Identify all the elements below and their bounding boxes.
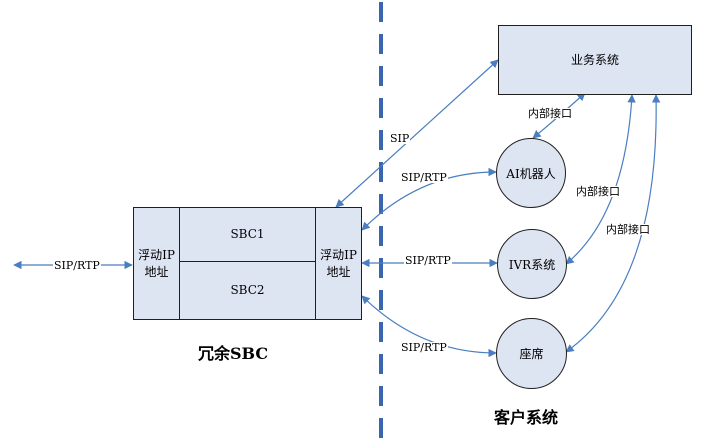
sbc1-box: SBC1 (179, 207, 316, 262)
internal-interface-label-seat: 内部接口 (605, 223, 651, 236)
ivr-system-node: IVR系统 (497, 229, 567, 299)
internal-link-ivr (565, 94, 636, 265)
ai-robot-node: AI机器人 (496, 138, 566, 208)
redundant-sbc-caption: 冗余SBC (198, 344, 269, 363)
ivr-link-label: SIP/RTP (404, 254, 452, 267)
floating-ip-right-box: 浮动IP 地址 (315, 207, 362, 320)
customer-system-caption: 客户系统 (494, 408, 559, 427)
sip-link-label: SIP (389, 132, 411, 145)
sip-link-business (335, 59, 499, 208)
ai-link-label: SIP/RTP (400, 171, 448, 184)
internal-interface-label-ivr: 内部接口 (575, 185, 621, 198)
seat-link-label: SIP/RTP (400, 341, 448, 354)
external-link-label: SIP/RTP (53, 259, 101, 272)
sip-rtp-link-ai (361, 167, 497, 231)
seat-node: 座席 (496, 318, 567, 389)
business-system-box: 业务系统 (498, 25, 692, 95)
sip-rtp-link-seat (361, 295, 497, 358)
sbc2-box: SBC2 (179, 261, 316, 320)
internal-link-seat (565, 94, 661, 353)
internal-interface-label-ai: 内部接口 (527, 107, 573, 120)
floating-ip-left-box: 浮动IP 地址 (133, 207, 180, 320)
